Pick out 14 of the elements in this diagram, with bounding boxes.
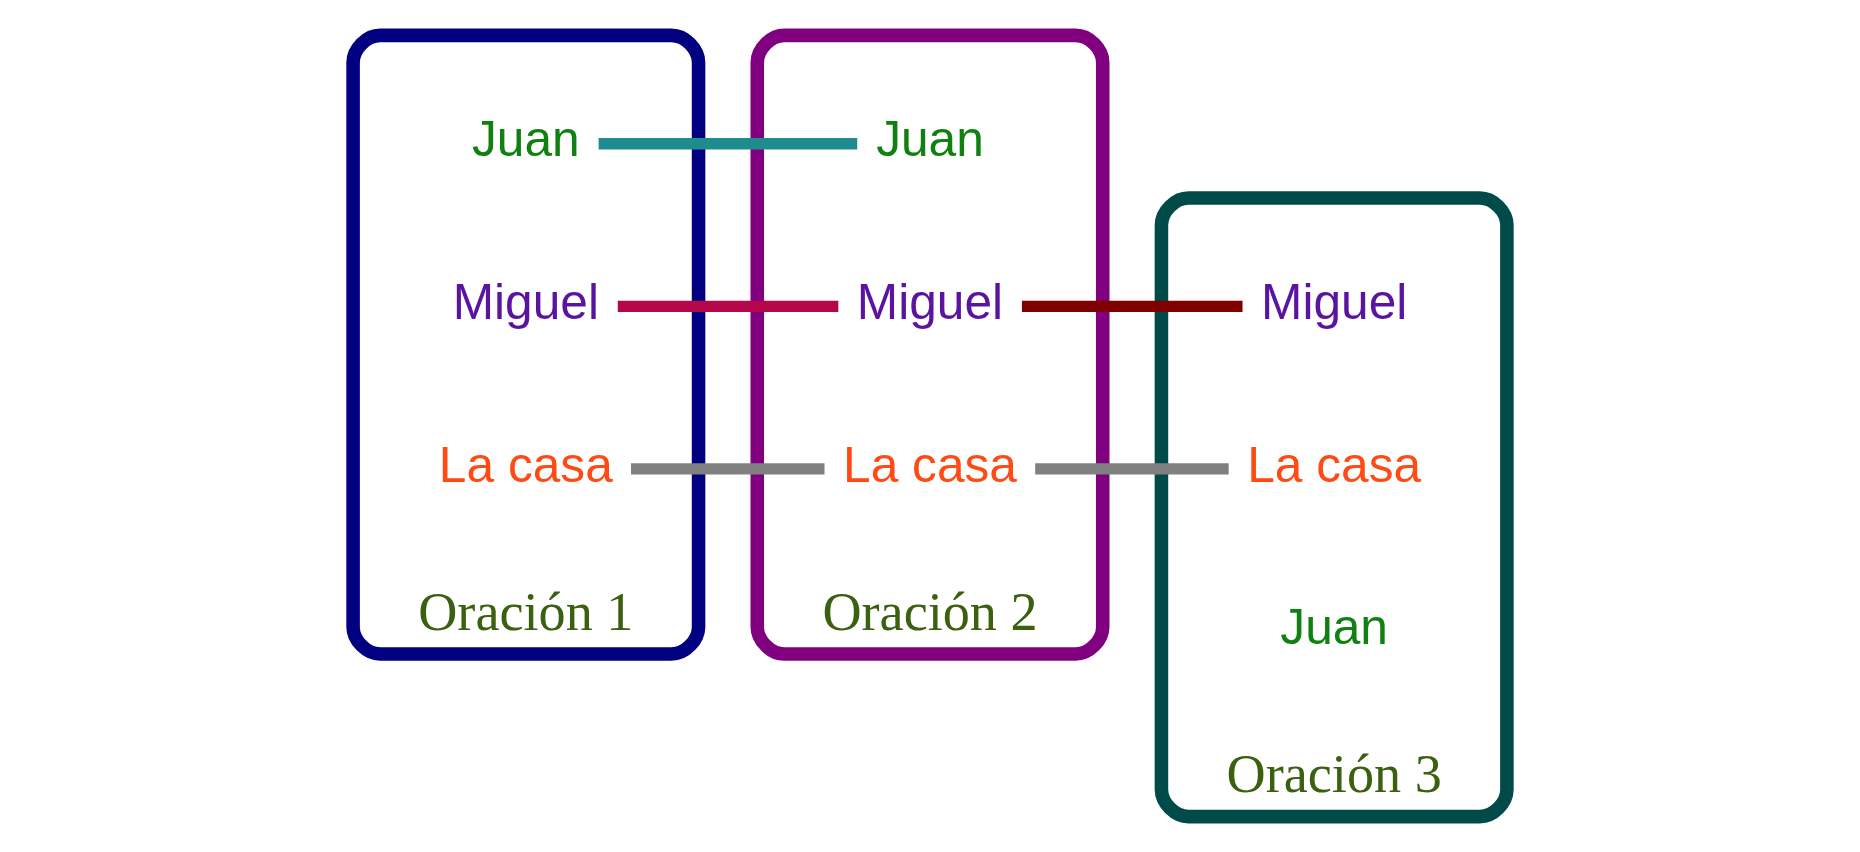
node-text: La casa — [1247, 436, 1422, 493]
connector — [1035, 463, 1229, 475]
node-text: La casa — [438, 436, 613, 493]
connector — [598, 138, 858, 150]
connector — [1021, 300, 1243, 312]
node-text: Juan — [471, 111, 580, 168]
node-text: Juan — [876, 111, 984, 168]
node-text: La casa — [843, 436, 1017, 493]
connector — [631, 463, 825, 475]
node-text: Miguel — [1261, 273, 1408, 330]
node-text: Miguel — [452, 273, 599, 330]
connector — [617, 300, 839, 312]
node-text: Miguel — [856, 273, 1004, 330]
node-text: Juan — [1280, 599, 1389, 656]
